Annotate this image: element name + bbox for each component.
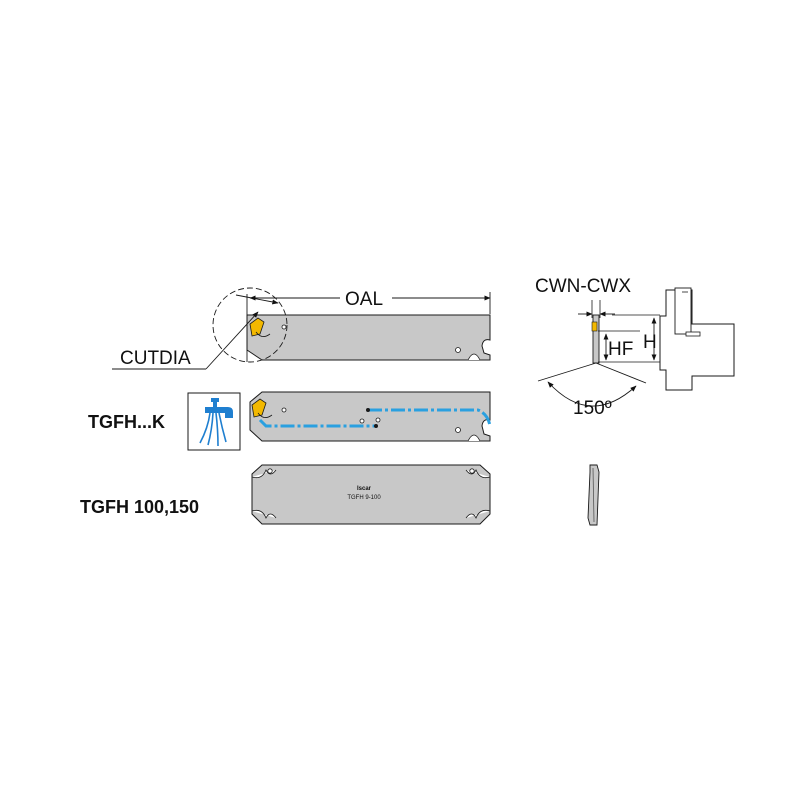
hf-label: HF (608, 339, 633, 360)
cutdia-dimension: CUTDIA (112, 294, 279, 370)
insert (249, 317, 265, 337)
oal-label: OAL (345, 289, 383, 310)
blade-side-view (246, 314, 491, 361)
blade-code-marking: TGFH 9-100 (347, 495, 381, 501)
cutdia-label: CUTDIA (120, 348, 191, 369)
blade-tgfh-k (249, 391, 492, 442)
coolant-tap-icon (187, 392, 241, 451)
front-view: CWN-CWX HF H 150º (535, 276, 735, 419)
front-view-small (587, 464, 600, 526)
cutdia-circle (212, 287, 288, 363)
oal-dimension: OAL (249, 289, 491, 314)
variant-label-tgfh-100-150: TGFH 100,150 (80, 497, 200, 517)
h-label: H (643, 332, 657, 353)
variant-label-tgfh-k: TGFH...K (88, 412, 165, 432)
brand-marking: Iscar (357, 486, 372, 492)
blade-tgfh-100-150: Iscar TGFH 9-100 (251, 464, 491, 525)
blade-body (246, 314, 491, 361)
holder-block (659, 289, 735, 391)
cwn-cwx-label: CWN-CWX (535, 276, 631, 297)
insert (251, 398, 267, 418)
angle-label: 150º (573, 398, 612, 419)
coolant-channel (258, 408, 492, 428)
